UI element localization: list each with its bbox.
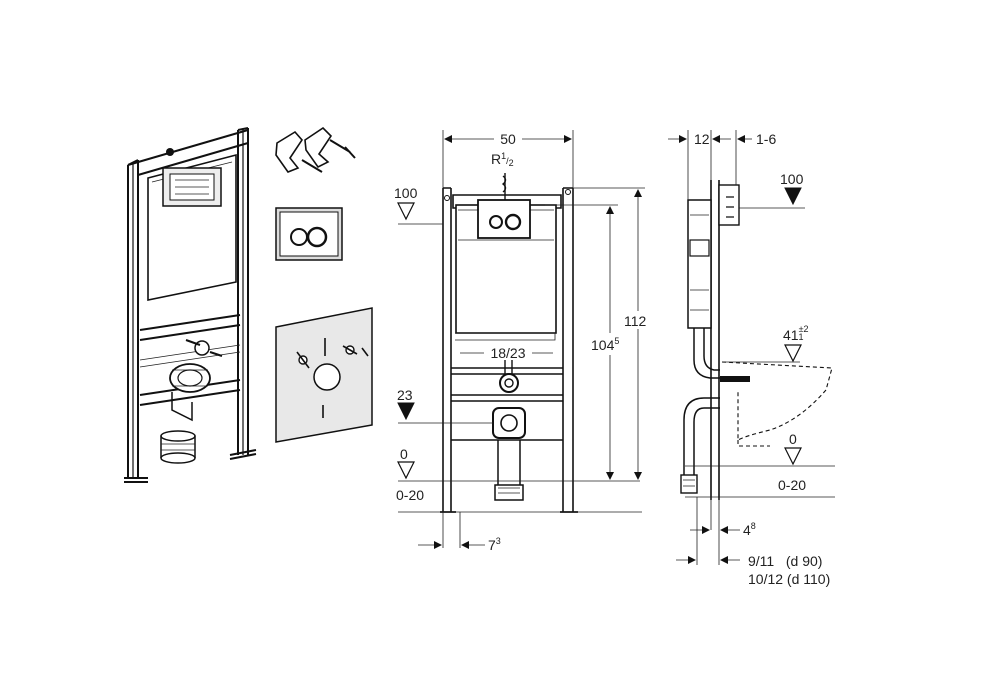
installation-template-illustration <box>275 307 373 443</box>
front-width-label: 50 <box>500 131 516 147</box>
level-0-front-label: 0 <box>400 446 408 462</box>
depth-1-6-label: 1-6 <box>756 131 776 147</box>
thread-label: R1/2 <box>491 151 514 168</box>
depth-4-label: 48 <box>743 521 756 538</box>
height-112-label: 112 <box>624 313 647 329</box>
front-elevation-drawing <box>397 130 645 549</box>
level-0-20-front-label: 0-20 <box>396 487 424 503</box>
side-elevation-drawing <box>668 130 835 565</box>
level-0-side-label: 0 <box>789 431 797 447</box>
level-23-label: 23 <box>397 387 413 403</box>
pipe-d90-label: 9/11 (d 90) <box>748 553 822 569</box>
level-0-20-side-label: 0-20 <box>778 477 806 493</box>
depth-12-label: 12 <box>694 131 710 147</box>
height-104-label: 1045 <box>591 336 619 353</box>
foot-offset-label: 73 <box>488 536 501 553</box>
pipe-d110-label: 10/12 (d 110) <box>748 571 830 587</box>
flush-spacing-label: 18/23 <box>490 345 525 361</box>
level-100-side-label: 100 <box>780 171 804 187</box>
frame-isometric-illustration <box>124 127 257 483</box>
wall-brackets-illustration <box>275 126 356 173</box>
flush-plate-illustration <box>275 207 343 261</box>
level-100-front-label: 100 <box>394 185 418 201</box>
front-dimension-labels: 50 R1/2 100 23 0 0-20 18/23 1045 112 73 <box>394 131 647 553</box>
